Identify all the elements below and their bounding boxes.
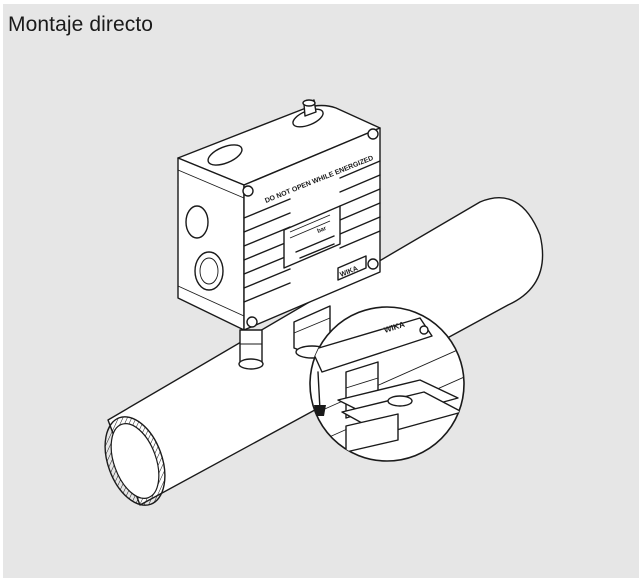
cable-entry-upper xyxy=(185,205,209,239)
brand-plate xyxy=(337,255,367,281)
screw-icon xyxy=(367,258,379,270)
detail-magnifier: WIKA xyxy=(309,306,465,462)
screw-icon xyxy=(246,316,258,328)
cable-entry-lower xyxy=(194,251,224,291)
transmitter-housing: DO NOT OPEN WHILE ENERGIZED bar WIKA xyxy=(177,99,381,370)
screw-icon xyxy=(367,128,379,140)
display-window xyxy=(283,205,341,269)
scale-unit: bar xyxy=(317,226,329,235)
figure-title: Montaje directo xyxy=(8,13,154,36)
left-face-ridges xyxy=(177,169,245,317)
screw-icon xyxy=(242,185,254,197)
cover-cap xyxy=(207,144,243,166)
electrical-plug xyxy=(239,329,263,363)
front-ribs xyxy=(243,160,381,303)
